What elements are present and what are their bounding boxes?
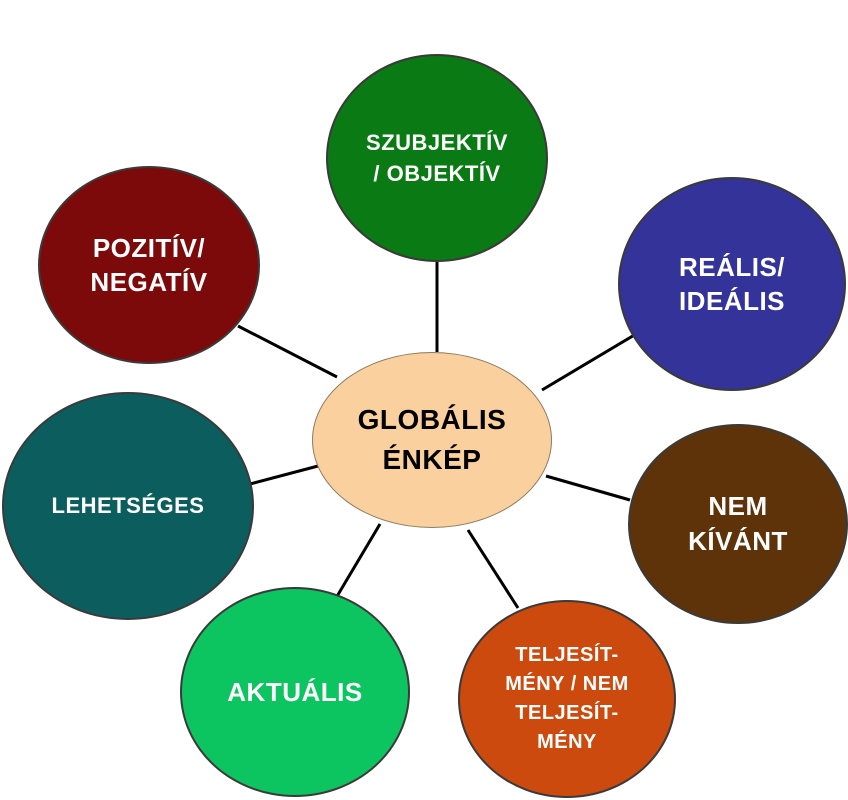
node-szubjektiv-label: SZUBJEKTÍV / OBJEKTÍV xyxy=(366,130,508,186)
node-szubjektiv-objektiv: SZUBJEKTÍV / OBJEKTÍV xyxy=(326,54,548,262)
center-node-label: GLOBÁLIS ÉNKÉP xyxy=(357,404,507,475)
connector-nemkivant xyxy=(545,474,631,502)
connector-realis xyxy=(541,332,637,392)
node-realis-idealis: REÁLIS/ IDEÁLIS xyxy=(618,177,846,391)
node-pozitiv-label: POZITÍV/ NEGATÍV xyxy=(90,233,208,297)
center-node-globalis-enkep: GLOBÁLIS ÉNKÉP xyxy=(312,352,552,528)
connector-pozitiv xyxy=(237,324,338,379)
connector-aktualis xyxy=(334,523,382,599)
connector-lehetseges xyxy=(249,464,319,486)
node-aktualis-label: AKTUÁLIS xyxy=(227,677,363,707)
node-teljesitmeny-label: TELJESÍT- MÉNY / NEM TELJESÍT- MÉNY xyxy=(505,644,629,753)
connector-teljesitmeny xyxy=(466,529,520,609)
node-nemkivant-label: NEM KÍVÁNT xyxy=(688,491,788,556)
node-lehetseges: LEHETSÉGES xyxy=(2,392,254,620)
node-nem-kivant: NEM KÍVÁNT xyxy=(628,424,848,624)
node-aktualis: AKTUÁLIS xyxy=(180,587,410,797)
node-lehetseges-label: LEHETSÉGES xyxy=(51,493,205,518)
node-teljesitmeny: TELJESÍT- MÉNY / NEM TELJESÍT- MÉNY xyxy=(458,600,676,798)
node-pozitiv-negativ: POZITÍV/ NEGATÍV xyxy=(38,166,260,364)
node-realis-label: REÁLIS/ IDEÁLIS xyxy=(678,252,786,316)
